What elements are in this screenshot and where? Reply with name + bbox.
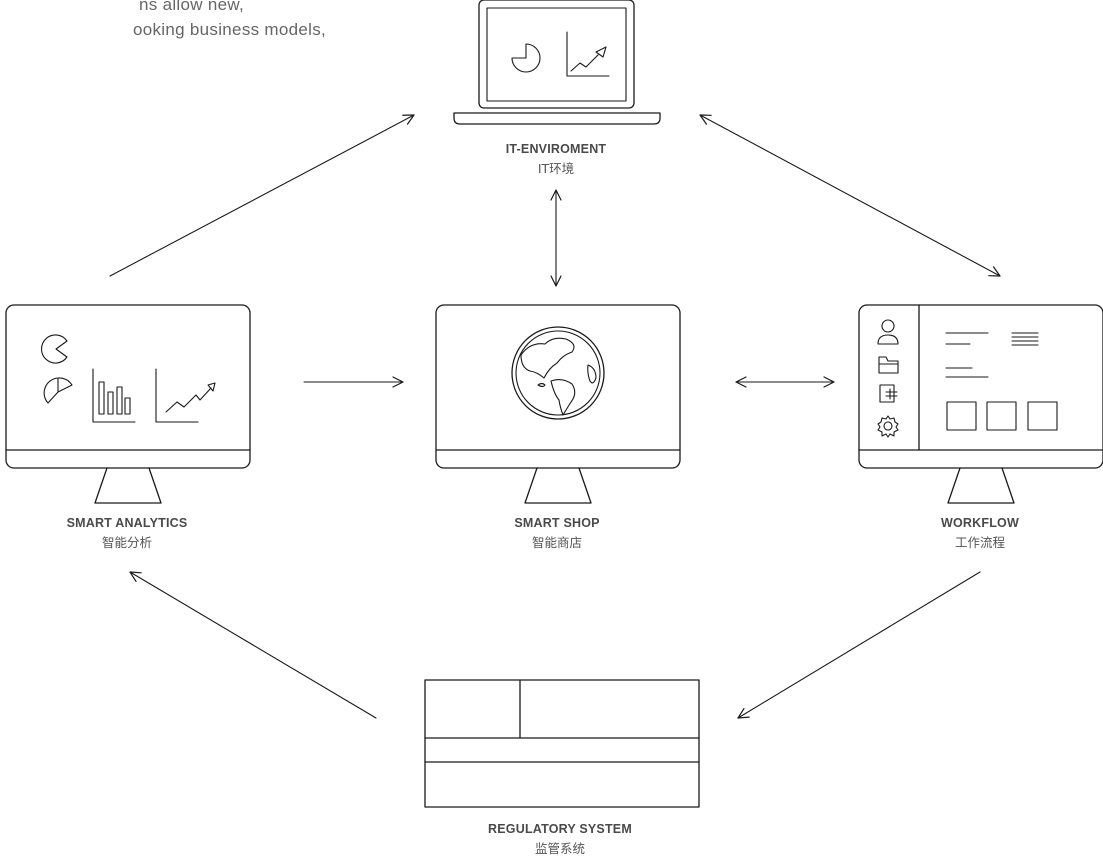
node-regulatory-system: REGULATORY SYSTEM 监管系统 [488,822,632,857]
intro-line-2: ooking business models, [133,20,327,39]
connectors [109,114,1001,719]
node-title: REGULATORY SYSTEM [488,822,632,836]
laptop-with-charts-icon [453,0,661,125]
node-smart-analytics: SMART ANALYTICS 智能分析 [67,516,188,551]
arrow-analytics-to-it [109,114,415,277]
monitor-with-globe-icon [435,304,681,504]
monitor-with-workflow-icon [858,304,1103,504]
node-subtitle: IT环境 [537,161,575,176]
node-title: WORKFLOW [941,516,1019,530]
node-subtitle: 工作流程 [954,535,1005,550]
node-subtitle: 监管系统 [534,841,585,856]
arrow-it-workflow [699,114,1001,277]
node-subtitle: 智能商店 [531,535,582,550]
monitor-with-charts-icon [5,304,251,504]
node-title: SMART SHOP [514,516,600,530]
intro-line-1: ns allow new, [139,0,245,14]
arrow-workflow-to-regulatory [737,571,981,719]
intro-text: ns allow new, ooking business models, [0,0,327,42]
node-title: SMART ANALYTICS [66,516,188,530]
node-smart-shop: SMART SHOP 智能商店 [514,516,599,551]
node-subtitle: 智能分析 [101,535,152,550]
panel-layout-icon [424,679,700,808]
node-workflow: WORKFLOW 工作流程 [941,516,1019,551]
node-title: IT-ENVIROMENT [505,142,607,156]
arrow-regulatory-to-analytics [129,571,377,719]
node-it-environment: IT-ENVIROMENT IT环境 [506,142,607,177]
